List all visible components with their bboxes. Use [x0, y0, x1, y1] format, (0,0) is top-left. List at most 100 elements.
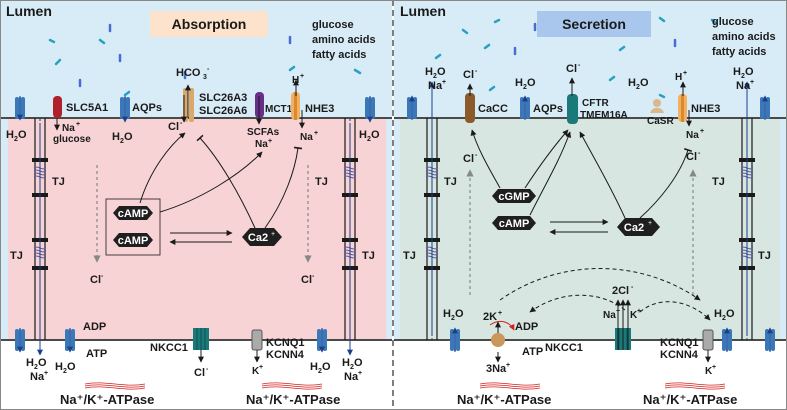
svg-text:-: -	[631, 284, 634, 291]
svg-text:O: O	[640, 77, 649, 89]
svg-text:O: O	[124, 131, 133, 143]
svg-text:+: +	[750, 79, 754, 86]
right-apical-h2o-2: H	[515, 77, 523, 89]
svg-text:2: 2	[34, 364, 38, 371]
left-adp: ADP	[83, 321, 106, 333]
right-apical-h2o-3: H	[628, 77, 636, 89]
right-atpase-2	[664, 382, 726, 390]
right-lumen-particles	[434, 16, 718, 99]
svg-text:+: +	[44, 370, 48, 377]
secretion-panel: Lumen Secretion glucose amino acids fatt…	[394, 0, 787, 410]
left-basal-h2o-2: H	[55, 361, 63, 373]
left-h2o-1: H	[6, 129, 14, 141]
svg-text:O: O	[322, 361, 331, 373]
right-cell-body	[400, 118, 780, 340]
left-nutrient-glucose: glucose	[312, 19, 354, 31]
left-atp: ATP	[86, 348, 107, 360]
secretion-title: Secretion	[562, 16, 626, 32]
camp-hex-2: cAMP	[113, 233, 153, 247]
svg-text:+: +	[268, 138, 272, 145]
left-basal-h2o-1: H	[26, 357, 34, 369]
svg-text:-: -	[207, 66, 210, 73]
right-nkcc1-na: Na	[603, 310, 616, 321]
slc26a6-label: SLC26A6	[199, 105, 247, 117]
camp-hex-1: cAMP	[113, 206, 153, 220]
right-nkcc1-label: NKCC1	[545, 342, 583, 354]
right-nkcc1-k: K	[630, 310, 638, 321]
right-apical-h2o-1: H	[425, 66, 433, 78]
left-h2o-2: H	[112, 131, 120, 143]
right-camp-hex: cAMP	[492, 216, 536, 230]
left-cl-slc26: Cl	[168, 121, 179, 133]
right-three-na: 3Na	[486, 363, 507, 375]
cacc-cl: Cl	[463, 69, 474, 81]
right-tj-label-3: TJ	[712, 176, 725, 188]
svg-text:cGMP: cGMP	[498, 191, 529, 203]
svg-text:+: +	[498, 310, 502, 317]
scfas-na: Na	[255, 139, 268, 150]
scfas-label: SCFAs	[247, 127, 280, 138]
left-cl-cyto-2: Cl	[301, 274, 312, 286]
right-kcnq1-label: KCNQ1	[660, 337, 699, 349]
left-kcnn4-label: KCNN4	[266, 349, 305, 361]
svg-text:+: +	[300, 73, 304, 80]
svg-text:O: O	[726, 308, 735, 320]
left-nutrient-fatty-acids: fatty acids	[312, 49, 366, 61]
right-tj-label-2: TJ	[403, 250, 416, 262]
right-basal-h2o-2: H	[714, 308, 722, 320]
svg-text:-: -	[101, 273, 104, 280]
svg-text:3: 3	[203, 74, 207, 81]
left-kcnq1	[251, 329, 263, 351]
svg-text:2: 2	[120, 138, 124, 145]
svg-text:O: O	[437, 66, 446, 78]
svg-text:O: O	[745, 66, 754, 78]
cftr-label: CFTR	[582, 98, 609, 109]
right-nutrient-fatty-acids: fatty acids	[712, 46, 766, 58]
right-apical-na-1: Na	[428, 80, 443, 92]
absorption-panel: Lumen Absorption glucose amino acids fat…	[0, 0, 392, 410]
svg-text:-: -	[475, 152, 478, 159]
cftr-channel	[567, 94, 578, 124]
slc5a1-na: Na	[62, 123, 75, 134]
cacc-label: CaCC	[478, 103, 508, 115]
right-atpase-label-2: Na⁺/K⁺-ATPase	[643, 392, 737, 407]
svg-text:2: 2	[14, 136, 18, 143]
left-tj-label-3: TJ	[315, 176, 328, 188]
right-atp: ATP	[522, 346, 543, 358]
cacc-channel	[465, 93, 475, 123]
svg-text:-: -	[475, 68, 478, 75]
mct1-label: MCT1	[265, 104, 293, 115]
right-nhe3-transporter	[678, 94, 687, 122]
svg-text:-: -	[206, 366, 209, 373]
svg-text:O: O	[371, 129, 380, 141]
left-nhe3-transporter	[291, 92, 300, 120]
svg-text:+: +	[314, 130, 318, 137]
cftr-cl: Cl	[566, 63, 577, 75]
hco3-label: HCO	[176, 67, 201, 79]
right-nutrient-amino-acids: amino acids	[712, 31, 776, 43]
left-h2o-3: H	[359, 129, 367, 141]
svg-text:2: 2	[318, 368, 322, 375]
svg-text:Ca2: Ca2	[248, 232, 268, 244]
left-nkcc1-cl: Cl	[194, 367, 205, 379]
absorption-title: Absorption	[172, 16, 247, 32]
svg-text:-: -	[698, 150, 701, 157]
cgmp-hex: cGMP	[492, 189, 536, 203]
left-nutrient-amino-acids: amino acids	[312, 34, 376, 46]
svg-text:O: O	[354, 357, 363, 369]
svg-text:2: 2	[451, 315, 455, 322]
right-tj-label-4: TJ	[758, 250, 771, 262]
left-nkcc1-label: NKCC1	[150, 342, 188, 354]
left-nhe3-label: NHE3	[305, 103, 334, 115]
svg-text:+: +	[712, 364, 716, 371]
svg-text:2: 2	[63, 368, 67, 375]
left-k-plus: K	[252, 366, 260, 377]
svg-text:O: O	[38, 357, 47, 369]
right-atpase-1	[479, 382, 541, 390]
right-two-cl: 2Cl	[612, 285, 629, 297]
left-basal-h2o-3: H	[310, 361, 318, 373]
svg-text:-: -	[180, 120, 183, 127]
right-ca2-hex: Ca2 +	[617, 218, 660, 236]
svg-text:2: 2	[367, 136, 371, 143]
